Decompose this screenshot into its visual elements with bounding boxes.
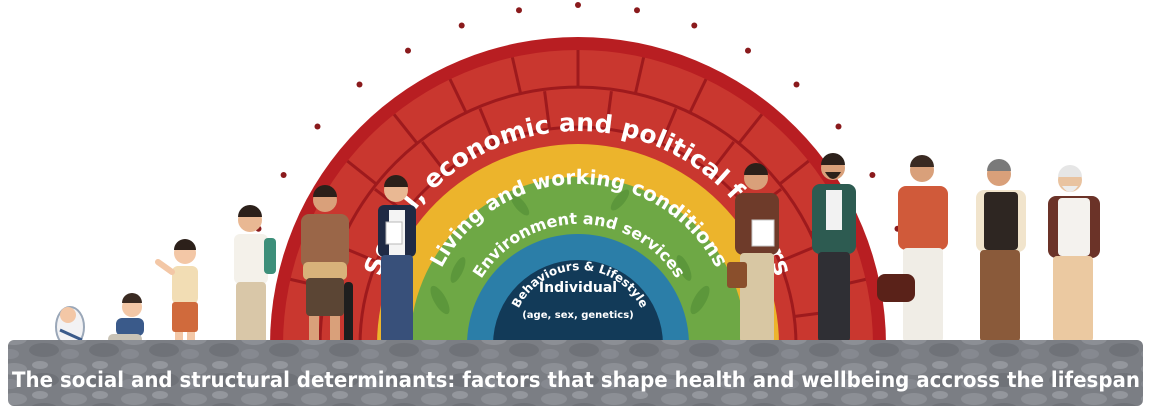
vest-man-figure	[976, 159, 1026, 347]
brick-course	[318, 85, 838, 346]
brick-seam	[660, 107, 678, 145]
halo-dot	[634, 7, 640, 14]
stone-ground-banner	[8, 340, 1143, 406]
layer-individual	[493, 260, 663, 345]
halo-dot	[745, 47, 751, 54]
halo-dot	[575, 2, 581, 8]
halo-dot	[869, 172, 876, 178]
brick-seam	[778, 245, 816, 263]
child-figure	[155, 239, 198, 346]
layer-label-individual: Individual	[539, 280, 617, 296]
brick-seam	[543, 91, 551, 130]
baby-figure	[55, 306, 85, 348]
brick-seam	[633, 57, 646, 94]
brick-seam	[737, 113, 764, 145]
individual-detail: (age, sex, genetics)	[522, 310, 634, 321]
toddler-figure	[108, 293, 144, 344]
halo-dot	[458, 22, 465, 29]
brick-seam	[778, 159, 810, 186]
brick-seam	[709, 140, 735, 173]
halo-dot	[314, 123, 321, 130]
brick-seam	[421, 140, 447, 173]
footer-caption: The social and structural determinants: …	[12, 368, 1140, 392]
brick-seam	[605, 91, 613, 130]
teen-skater-figure	[301, 185, 353, 350]
halo-dot	[516, 7, 522, 14]
brick-seam	[510, 57, 523, 94]
halo-dot	[405, 47, 411, 54]
halo-dot	[280, 172, 287, 178]
schoolboy-figure	[228, 205, 276, 348]
determinants-rainbow	[270, 37, 886, 346]
brick-seam	[448, 78, 468, 114]
halo-dot	[793, 81, 800, 88]
leaf-pattern	[430, 189, 710, 315]
brick-seam	[688, 78, 708, 114]
halo-dot	[835, 123, 842, 130]
brick-seam	[346, 159, 378, 186]
brick-seam	[478, 107, 496, 145]
halo-dot	[356, 81, 363, 88]
halo-dot	[691, 22, 698, 29]
elder-figure	[1048, 165, 1100, 347]
handbag-man-figure	[877, 155, 948, 347]
office-worker-figure	[727, 163, 779, 348]
brick-seam	[392, 113, 419, 145]
lifespan-figures	[55, 153, 1100, 350]
